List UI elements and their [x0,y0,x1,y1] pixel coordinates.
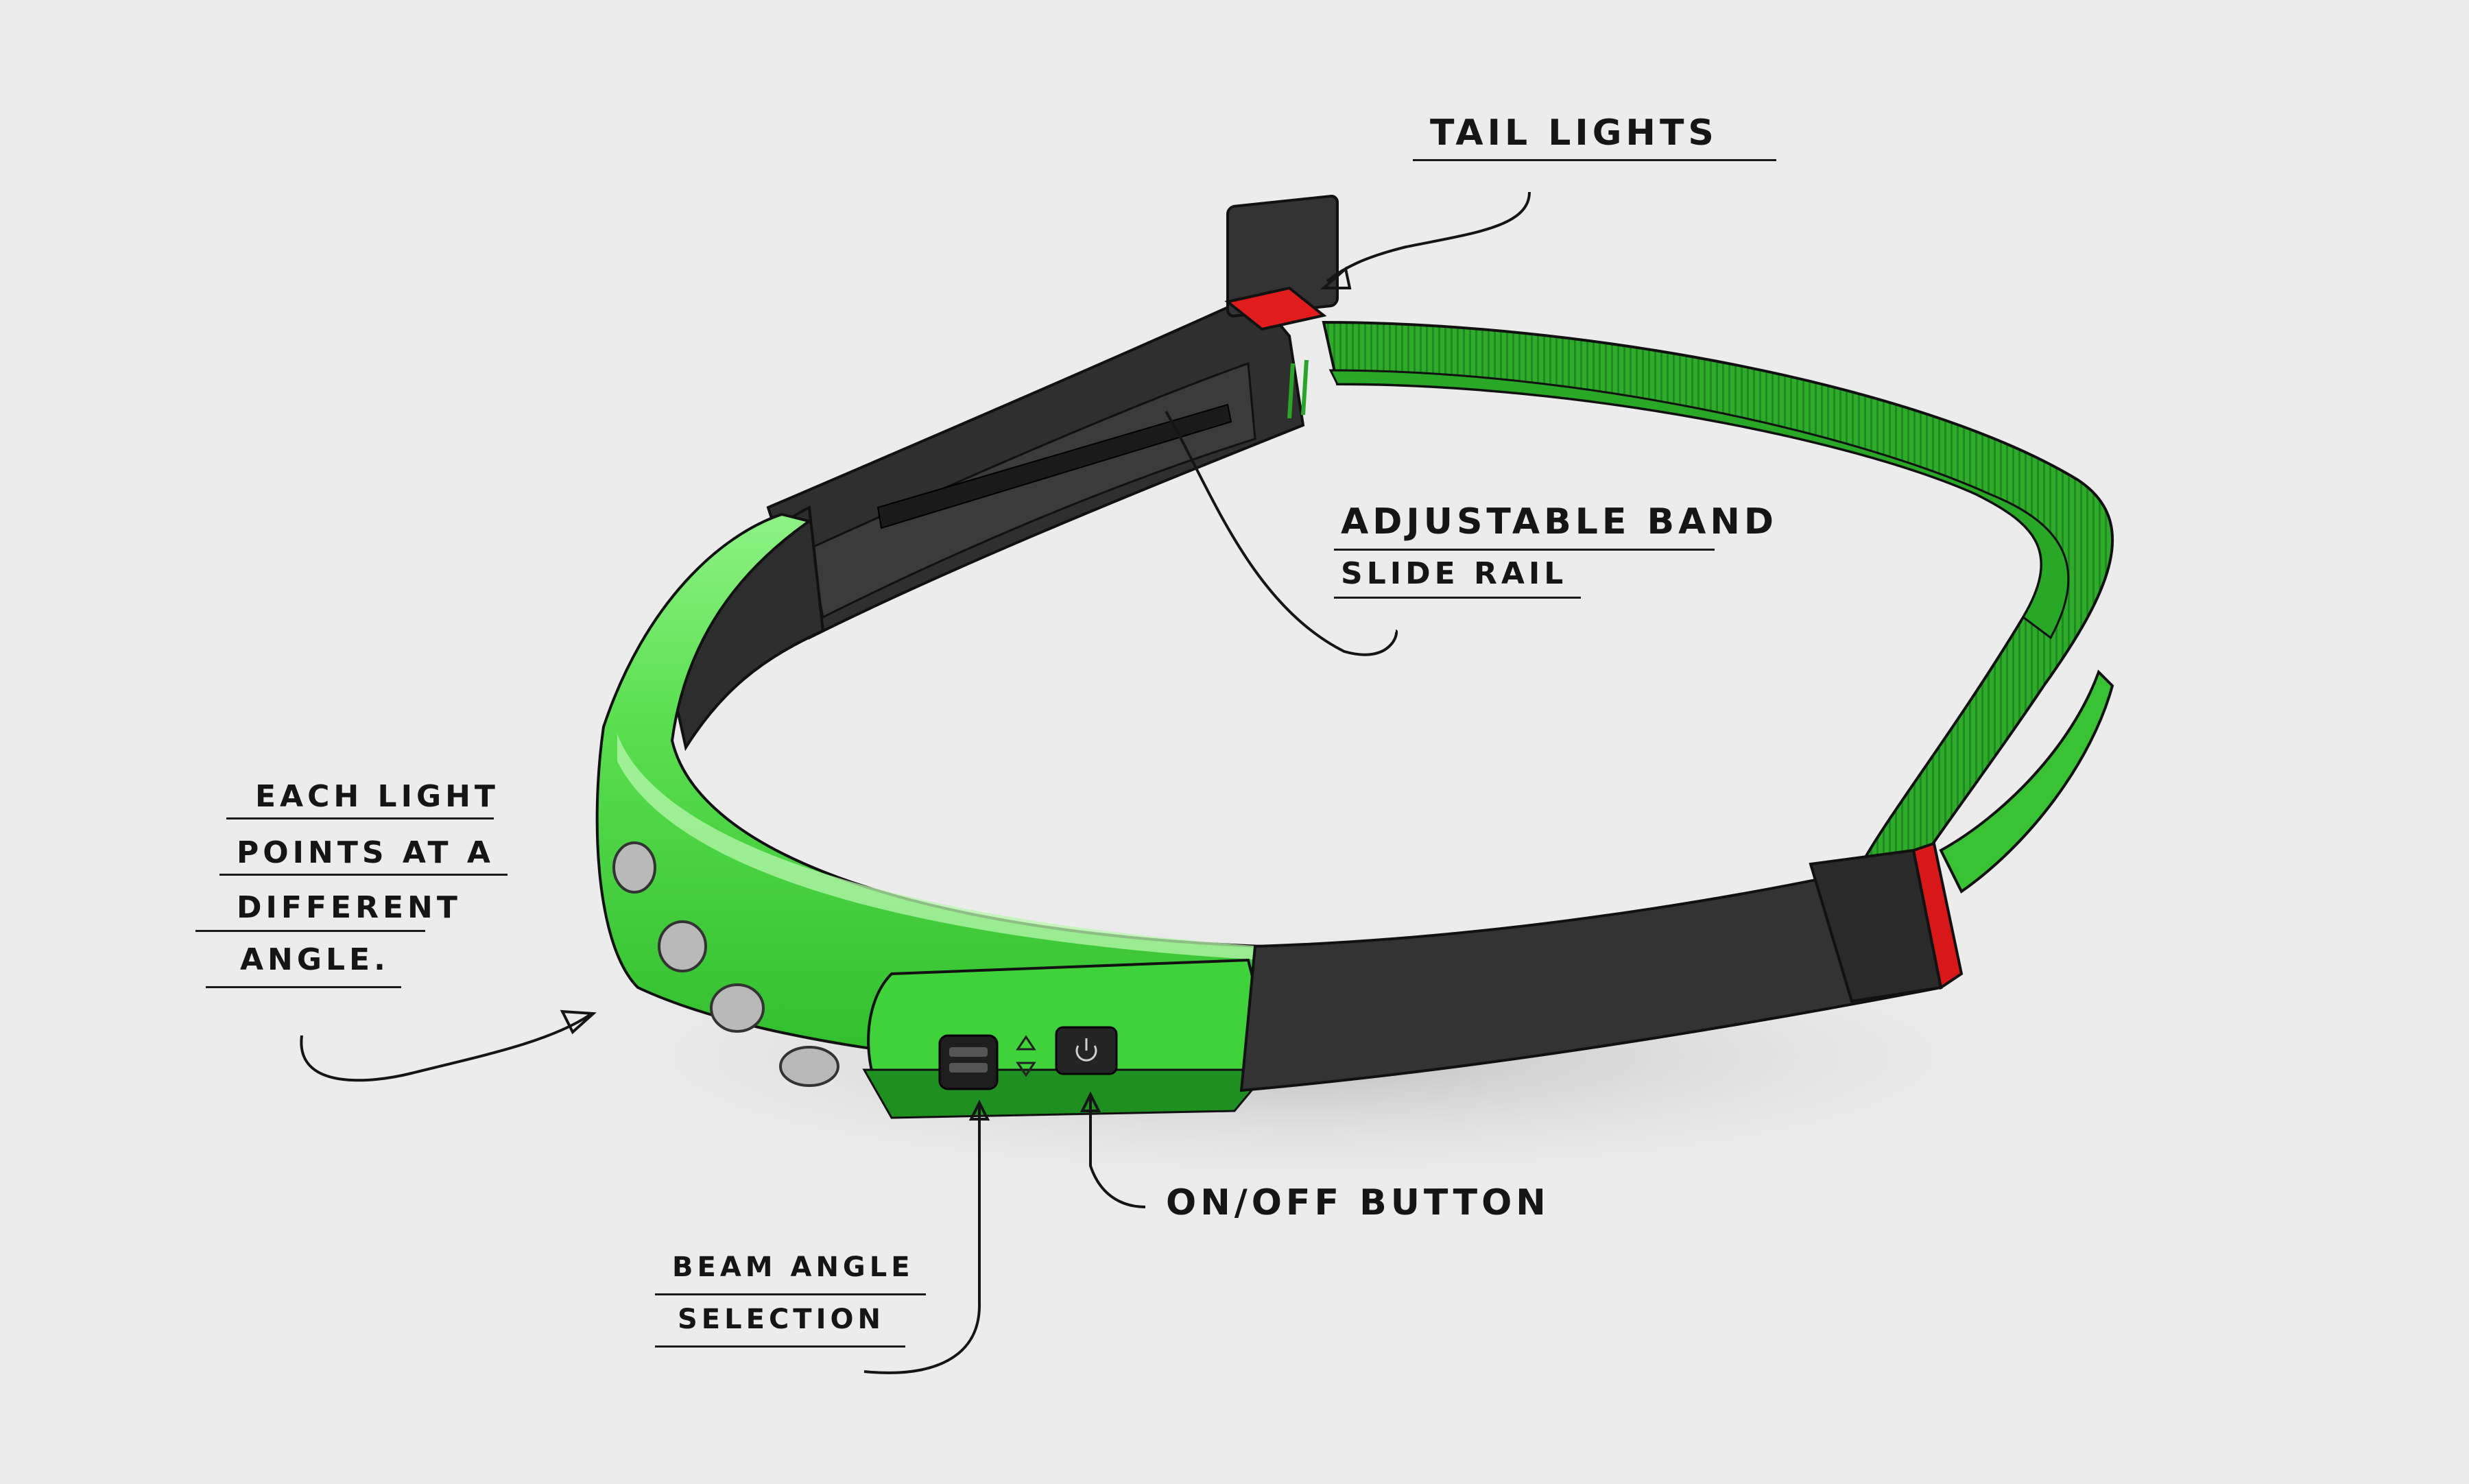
beam-angle-line-2: SELECTION [678,1304,885,1335]
each-light-underline-1 [226,817,494,819]
each-light-line-3: DIFFERENT [237,890,462,925]
triangle-up-icon [1016,1035,1036,1051]
beam-angle-underline-1 [655,1293,926,1295]
power-icon [1075,1038,1097,1062]
control-module-base [862,1068,1272,1119]
rear-tail-light [1224,286,1327,331]
adjustable-band-underline [1334,549,1715,551]
each-light-underline-4 [206,986,401,988]
beam-angle-line-1: BEAM ANGLE [672,1252,914,1283]
rear-buckle-slots [1287,359,1309,419]
tail-lights-arrow [1320,266,1352,289]
tail-lights-leader [1326,191,1531,283]
front-housing-highlight [617,734,1263,960]
adjustable-band-label: ADJUSTABLE BAND [1341,501,1778,542]
side-tail-cap [1809,848,1943,1003]
lens-1 [612,841,656,894]
slide-rail-label: SLIDE RAIL [1341,556,1568,591]
each-light-line-4: ANGLE. [240,942,390,977]
each-light-underline-3 [195,930,425,932]
tail-lights-underline [1413,159,1776,161]
slide-rail-slot [876,403,1232,529]
band-right-green [1939,669,2114,894]
lens-2 [658,920,707,972]
beam-angle-arrow [968,1099,990,1121]
beam-angle-underline-2 [655,1345,905,1348]
each-light-line-2: POINTS AT A [237,835,494,870]
slide-rail-face [808,361,1256,619]
each-light-underline-2 [219,874,508,876]
triangle-down-icon [1016,1062,1036,1077]
beam-angle-leader [863,1104,981,1374]
on-off-label: ON/OFF BUTTON [1166,1182,1550,1223]
each-light-leader [300,1014,591,1082]
lens-3 [710,983,765,1033]
tail-lights-label: TAIL LIGHTS [1430,112,1718,154]
on-off-arrow [1080,1091,1101,1112]
on-off-leader [1089,1097,1146,1208]
slide-rail-leader [1165,410,1398,656]
beam-angle-selector[interactable] [938,1034,999,1090]
each-light-line-1: EACH LIGHT [255,779,499,814]
each-light-arrow [560,1009,597,1035]
slide-rail-underline [1334,597,1581,599]
band-back-green-inner [1328,369,2070,640]
lens-4 [779,1046,839,1087]
band-back-green [1322,320,2114,887]
